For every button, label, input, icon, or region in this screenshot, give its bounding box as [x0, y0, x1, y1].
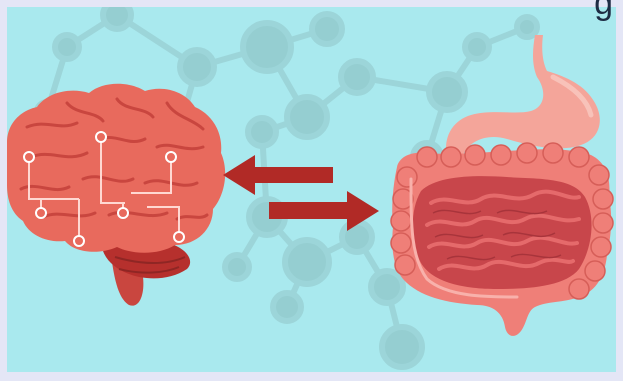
- illustration-panel: [7, 7, 616, 372]
- gut-brain-axis-illustration: [7, 7, 616, 372]
- corner-text: g: [594, 0, 613, 20]
